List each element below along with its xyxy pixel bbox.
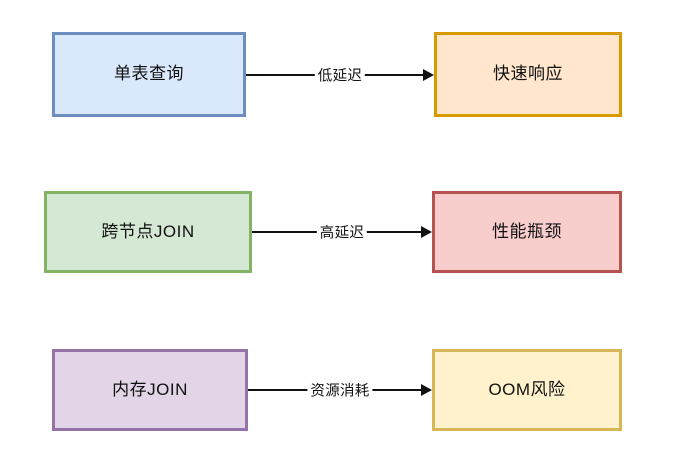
- node-source-1[interactable]: 单表查询: [52, 32, 246, 117]
- node-source-2[interactable]: 跨节点JOIN: [44, 191, 252, 273]
- edge-label-3: 资源消耗: [307, 379, 373, 401]
- node-target-1[interactable]: 快速响应: [434, 32, 622, 117]
- node-target-label-1: 快速响应: [493, 64, 563, 84]
- node-source-3[interactable]: 内存JOIN: [52, 349, 248, 431]
- arrow-head-icon-3: [421, 384, 432, 396]
- node-target-3[interactable]: OOM风险: [432, 349, 622, 431]
- node-source-label-3: 内存JOIN: [112, 379, 188, 399]
- arrow-head-icon-1: [423, 69, 434, 81]
- edge-label-2: 高延迟: [316, 221, 368, 243]
- node-source-label-1: 单表查询: [114, 64, 184, 84]
- arrow-head-icon-2: [421, 226, 432, 238]
- node-target-label-2: 性能瓶颈: [492, 221, 562, 241]
- node-target-2[interactable]: 性能瓶颈: [432, 191, 622, 273]
- node-target-label-3: OOM风险: [488, 379, 566, 399]
- node-source-label-2: 跨节点JOIN: [101, 221, 195, 241]
- edge-label-1: 低延迟: [314, 64, 366, 86]
